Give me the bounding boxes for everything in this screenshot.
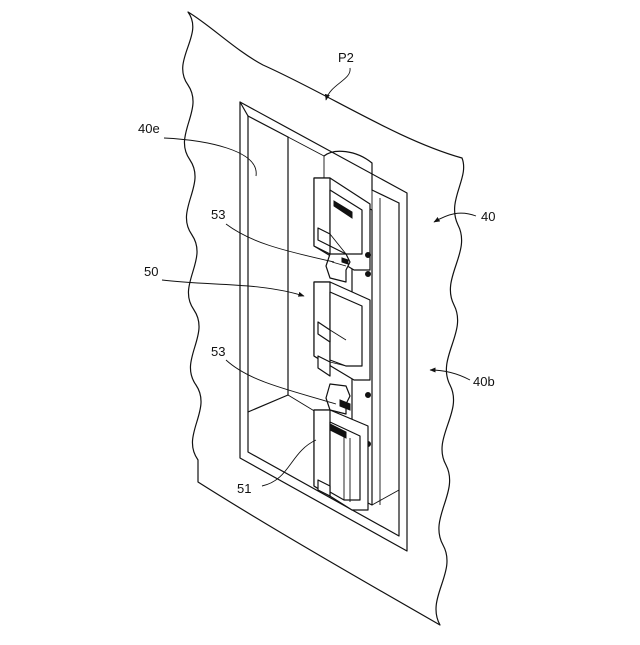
leader-40b (430, 370, 470, 380)
label-51: 51 (237, 481, 251, 496)
label-40: 40 (481, 209, 495, 224)
hinge-assembly-50 (314, 178, 372, 510)
leader-51 (262, 440, 316, 486)
label-p2: P2 (338, 50, 354, 65)
leader-50 (162, 280, 304, 296)
leader-40e (164, 138, 256, 176)
label-50: 50 (144, 264, 158, 279)
label-53-top: 53 (211, 207, 225, 222)
leader-p2 (326, 68, 350, 100)
label-53-bottom: 53 (211, 344, 225, 359)
label-40b: 40b (473, 374, 495, 389)
label-40e: 40e (138, 121, 160, 136)
